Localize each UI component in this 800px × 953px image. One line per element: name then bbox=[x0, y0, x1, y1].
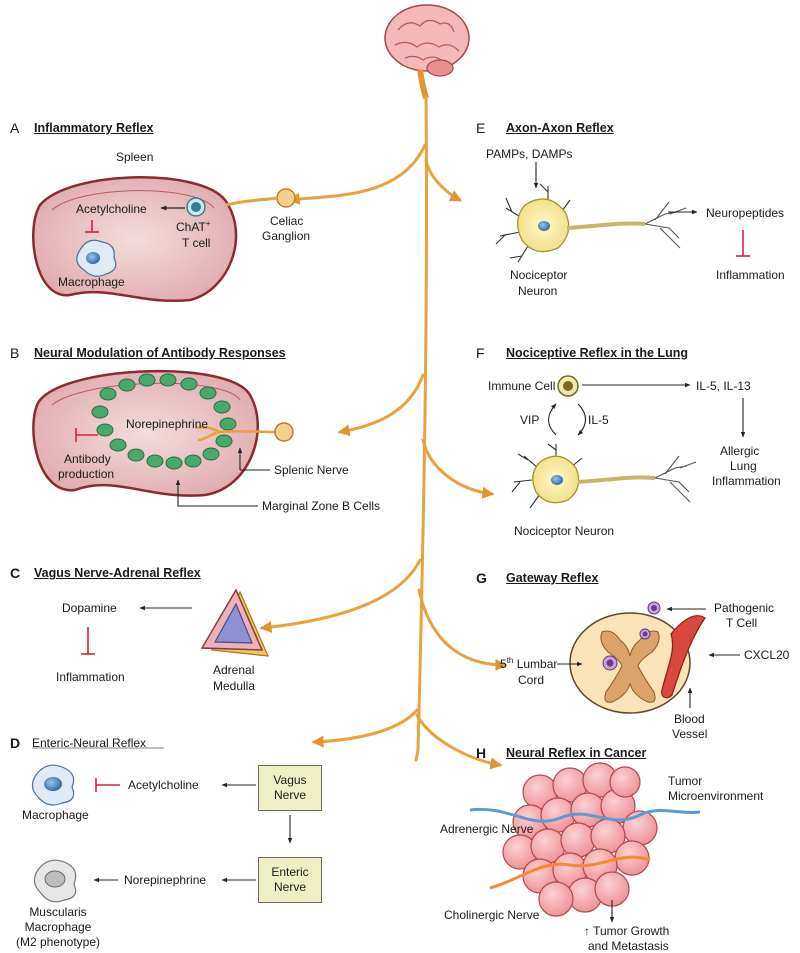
nociceptor-f-label: Nociceptor Neuron bbox=[514, 524, 615, 538]
inhibit-a bbox=[85, 220, 99, 233]
norepinephrine-d-label: Norepinephrine bbox=[124, 873, 207, 887]
immune-cell-label: Immune Cell bbox=[488, 379, 556, 393]
inhibit-b bbox=[75, 428, 98, 442]
muscularis-macrophage-icon bbox=[33, 859, 77, 903]
t-cell-g-label: T Cell bbox=[726, 616, 758, 630]
muscularis-label: Muscularis bbox=[29, 905, 87, 919]
vagus-nerve-trunk bbox=[259, 94, 508, 770]
panel-f-title: Nociceptive Reflex in the Lung bbox=[506, 346, 688, 360]
acetylcholine-a-label: Acetylcholine bbox=[76, 202, 147, 216]
celiac-ganglion bbox=[225, 188, 296, 208]
cholinergic-nerve bbox=[489, 855, 651, 890]
brain-icon bbox=[384, 4, 470, 99]
panel-f-letter: F bbox=[476, 345, 485, 361]
m2-phenotype-label: (M2 phenotype) bbox=[15, 935, 101, 949]
production-label: production bbox=[58, 467, 115, 481]
ganglion-label: Ganglion bbox=[262, 229, 311, 243]
muscularis-macrophage-label: Macrophage bbox=[24, 920, 92, 934]
cholinergic-label: Cholinergic Nerve bbox=[444, 908, 540, 922]
microenvironment-label: Microenvironment bbox=[668, 789, 764, 803]
il5-label: IL-5 bbox=[588, 413, 609, 427]
macrophage-a-label: Macrophage bbox=[58, 275, 125, 289]
vessel-label: Vessel bbox=[672, 727, 708, 741]
panel-c-letter: C bbox=[10, 565, 21, 581]
panel-h-title: Neural Reflex in Cancer bbox=[506, 746, 647, 760]
panel-h-letter: H bbox=[476, 745, 487, 761]
blood-label: Blood bbox=[674, 712, 705, 726]
panel-a-title: Inflammatory Reflex bbox=[34, 121, 154, 135]
nociceptor-neuron-e bbox=[495, 183, 687, 263]
panel-g-letter: G bbox=[476, 570, 487, 586]
panel-d-letter: D bbox=[10, 735, 21, 751]
macrophage-d-label: Macrophage bbox=[22, 808, 89, 822]
adrenergic-nerve bbox=[469, 807, 701, 823]
panel-e-letter: E bbox=[476, 120, 486, 136]
splenic-nerve bbox=[195, 422, 294, 442]
metastasis-label: and Metastasis bbox=[588, 939, 669, 953]
inhibit-d bbox=[95, 778, 120, 792]
panel-b-letter: B bbox=[10, 345, 20, 361]
splenic-nerve-label: Splenic Nerve bbox=[274, 463, 349, 477]
panel-c-title: Vagus Nerve-Adrenal Reflex bbox=[34, 566, 201, 580]
d-arrows bbox=[93, 782, 293, 883]
neuropeptides-label: Neuropeptides bbox=[706, 206, 785, 220]
allergic-label: Allergic bbox=[720, 444, 760, 458]
inhibit-e bbox=[736, 230, 750, 257]
panel-g-title: Gateway Reflex bbox=[506, 571, 599, 585]
pathogenic-t-cell-icon bbox=[647, 601, 661, 615]
nociceptor-neuron-f bbox=[511, 443, 697, 509]
neuron-e-label: Neuron bbox=[518, 284, 558, 298]
vip-label: VIP bbox=[520, 413, 540, 427]
panel-e-title: Axon-Axon Reflex bbox=[506, 121, 614, 135]
medulla-label: Medulla bbox=[213, 679, 256, 693]
spleen-b bbox=[32, 369, 259, 497]
inflammation-e-label: Inflammation bbox=[716, 268, 785, 282]
tumor-label: Tumor bbox=[668, 774, 703, 788]
immune-cell-f bbox=[557, 375, 579, 397]
vip-il5-cycle bbox=[547, 403, 587, 436]
panel-a-letter: A bbox=[10, 120, 20, 136]
macrophage-a-icon bbox=[76, 239, 117, 277]
chat-label: ChAT+ bbox=[176, 219, 211, 235]
acetylcholine-d-label: Acetylcholine bbox=[128, 778, 199, 792]
antibody-label: Antibody bbox=[64, 452, 111, 466]
marginal-zone-label: Marginal Zone B Cells bbox=[262, 499, 381, 513]
allergic-inflammation-label: Inflammation bbox=[712, 474, 781, 488]
celiac-label: Celiac bbox=[270, 214, 304, 228]
tcell-label: T cell bbox=[182, 236, 211, 250]
cord-label: Cord bbox=[518, 673, 545, 687]
il-label: IL-5, IL-13 bbox=[696, 379, 751, 393]
norepinephrine-b-label: Norepinephrine bbox=[126, 417, 209, 431]
g-arrows bbox=[557, 606, 740, 708]
panel-b-title: Neural Modulation of Antibody Responses bbox=[34, 346, 286, 360]
marginal-zone-b-cells bbox=[91, 373, 237, 470]
pamps-label: PAMPs, DAMPs bbox=[486, 147, 573, 161]
tumor-microenvironment bbox=[502, 762, 658, 917]
inflammation-c-label: Inflammation bbox=[56, 670, 125, 684]
lumbar-label: 5th Lumbar bbox=[500, 656, 558, 672]
macrophage-d-icon bbox=[31, 764, 75, 806]
pathogenic-label: Pathogenic bbox=[714, 601, 775, 615]
chat-t-cell bbox=[186, 197, 206, 217]
cxcl-label: CXCL20 bbox=[744, 648, 790, 662]
spleen-label: Spleen bbox=[116, 150, 154, 164]
inhibit-c bbox=[81, 627, 95, 655]
panel-d-title: Enteric-Neural Reflex bbox=[32, 736, 147, 750]
b-arrows bbox=[175, 447, 270, 507]
adrenal-label: Adrenal bbox=[213, 663, 255, 677]
spinal-cord-icon bbox=[569, 612, 706, 714]
adrenergic-label: Adrenergic Nerve bbox=[440, 822, 534, 836]
adrenal-medulla-icon bbox=[200, 588, 269, 657]
lung-label: Lung bbox=[730, 459, 757, 473]
nociceptor-e-label: Nociceptor bbox=[510, 268, 568, 282]
tumor-growth-label: ↑ Tumor Growth bbox=[584, 924, 670, 938]
dopamine-label: Dopamine bbox=[62, 601, 117, 615]
